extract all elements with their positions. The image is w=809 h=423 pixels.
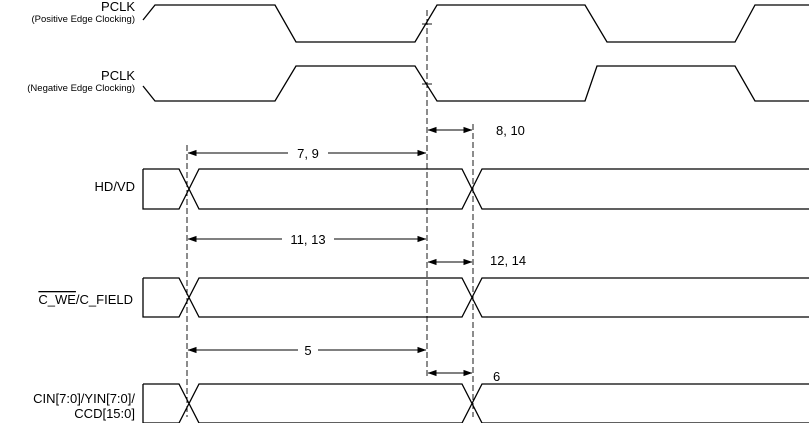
cwe-cfield-label: C_WE/C_FIELD <box>38 292 133 307</box>
cwe-overline-text: C_WE <box>38 292 76 307</box>
measure-5: 5 <box>304 343 311 358</box>
dim-label-bg-11-13 <box>282 231 334 247</box>
cwe-cfield-waveform <box>142 277 809 318</box>
cin-label-line1: CIN[7:0]/YIN[7:0]/ <box>33 391 135 406</box>
pclk-pos-label: PCLK <box>101 0 135 14</box>
cin-label-line2: CCD[15:0] <box>74 406 135 421</box>
pclk-pos-sublabel: (Positive Edge Clocking) <box>32 14 136 25</box>
pclk-neg-sublabel: (Negative Edge Clocking) <box>27 83 135 94</box>
measure-12-14: 12, 14 <box>490 253 526 268</box>
dim-label-bg-7-9 <box>288 145 328 161</box>
cin-waveform <box>142 383 809 423</box>
measure-11-13: 11, 13 <box>290 232 325 247</box>
cfield-text: /C_FIELD <box>76 292 133 307</box>
pclk-neg-label: PCLK <box>101 68 135 83</box>
dim-label-bg-5 <box>298 342 318 358</box>
hdvd-waveform <box>142 168 809 210</box>
pclk-neg-waveform <box>142 65 809 102</box>
measure-7-9: 7, 9 <box>297 146 319 161</box>
hdvd-label: HD/VD <box>95 179 135 194</box>
measure-8-10: 8, 10 <box>496 123 525 138</box>
measure-6: 6 <box>493 369 500 384</box>
pclk-pos-waveform <box>142 4 809 43</box>
